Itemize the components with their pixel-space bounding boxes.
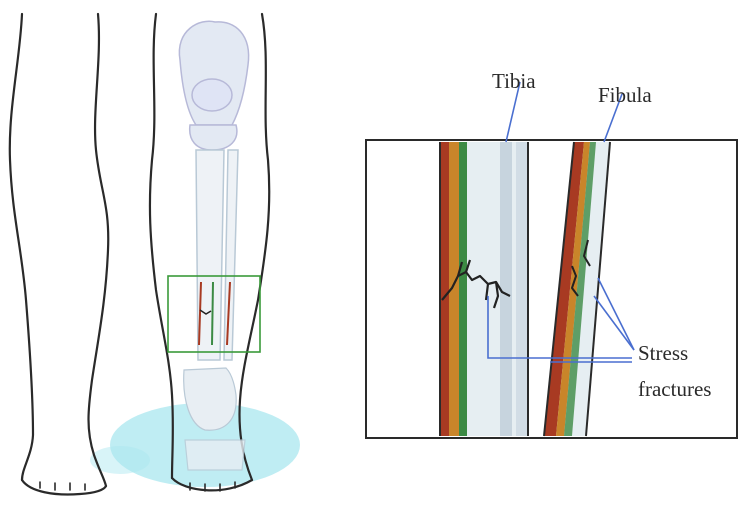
label-tibia: Tibia xyxy=(492,69,536,93)
label-stress-line1: Stress xyxy=(638,341,688,365)
label-stress-line2: fractures xyxy=(638,377,711,401)
left-leg-icon xyxy=(10,14,108,494)
tibia-bone-icon xyxy=(440,142,528,436)
knee-bones-icon xyxy=(179,21,248,150)
label-fibula: Fibula xyxy=(598,83,652,107)
shin-bones-icon xyxy=(196,150,238,360)
